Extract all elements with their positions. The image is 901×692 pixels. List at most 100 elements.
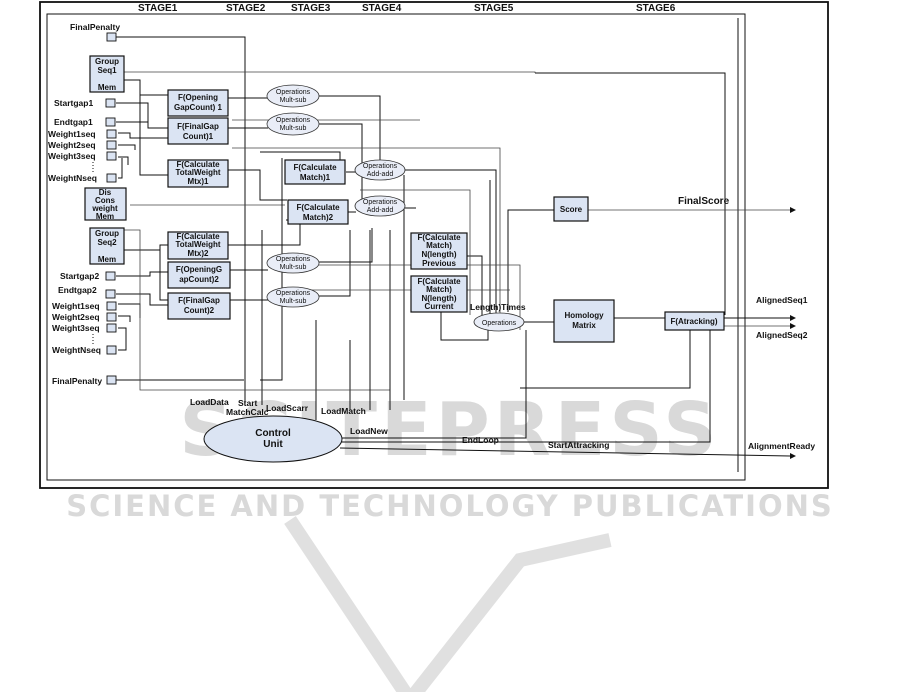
- svg-text:F(Calculate: F(Calculate: [176, 232, 220, 241]
- port-weight3seq-bottom: [106, 323, 117, 333]
- group-seq1-mem-block: Group Seq1 Mem: [89, 55, 125, 93]
- svg-text:TotalWeight: TotalWeight: [175, 168, 220, 177]
- input-label-final-penalty-bottom: FinalPenalty: [52, 376, 102, 386]
- svg-text:F(Atracking): F(Atracking): [670, 317, 717, 326]
- svg-text:Match)1: Match)1: [300, 173, 331, 182]
- stage-4-label: STAGE4: [362, 3, 402, 14]
- svg-text:Match): Match): [426, 285, 452, 294]
- calculate-total-weight-mtx-1-block: F(Calculate TotalWeight Mtx)1: [167, 159, 229, 188]
- input-label-startgap2: Startgap2: [60, 271, 99, 281]
- port-weight2seq-top: [106, 140, 117, 150]
- svg-text:F(Calculate: F(Calculate: [417, 233, 461, 242]
- homology-matrix-block: Homology Matrix: [553, 299, 615, 343]
- control-unit: Control Unit: [203, 415, 343, 463]
- port-weight3seq-top: [106, 151, 117, 161]
- operations-cloud-2: Operations Mult-sub: [266, 112, 320, 136]
- calculate-match-2-block: F(Calculate Match)2: [287, 199, 349, 225]
- svg-text:Operations: Operations: [276, 117, 311, 124]
- wires: [116, 36, 791, 457]
- input-label-weight3seq-top: Weight3seq: [48, 151, 96, 161]
- svg-text:Operations: Operations: [276, 256, 311, 263]
- control-unit-label-1: Control: [255, 428, 291, 439]
- svg-text:Match): Match): [426, 241, 452, 250]
- svg-text:Add-add: Add-add: [367, 207, 394, 214]
- input-label-endtgap2: Endtgap2: [58, 285, 97, 295]
- final-gap-count-1-block: F(FinalGap Count)1: [167, 117, 229, 145]
- input-label-weight2seq-top: Weight2seq: [48, 140, 96, 150]
- signal-load-scarr: LoadScarr: [266, 403, 309, 413]
- stage-3-label: STAGE3: [291, 3, 331, 14]
- svg-text:Mem: Mem: [98, 255, 116, 264]
- input-label-weightnseq-bottom: WeightNseq: [52, 345, 101, 355]
- stage-6-label: STAGE6: [636, 3, 676, 14]
- svg-text:F(Calculate: F(Calculate: [293, 163, 337, 172]
- svg-text:Mult-sub: Mult-sub: [280, 97, 307, 104]
- operations-cloud-7: Operations: [473, 312, 525, 332]
- svg-text:F(OpeningG: F(OpeningG: [176, 265, 222, 274]
- dis-cons-weight-mem-block: Dis Cons weight Mem: [84, 187, 127, 221]
- port-endtgap1: [105, 117, 116, 127]
- svg-text:Homology: Homology: [564, 311, 604, 320]
- svg-text:Operations: Operations: [363, 163, 398, 170]
- signal-length-times: Length)Times: [470, 302, 526, 312]
- port-startgap2: [105, 271, 116, 281]
- port-final-penalty-bottom: [106, 375, 117, 385]
- svg-text:Operations: Operations: [482, 320, 517, 327]
- signal-load-match: LoadMatch: [321, 406, 366, 416]
- svg-text:Mem: Mem: [96, 212, 114, 221]
- signal-start: Start: [238, 398, 258, 408]
- output-final-score: FinalScore: [678, 196, 730, 207]
- input-label-weight1seq-top: Weight1seq: [48, 129, 96, 139]
- input-label-weight3seq-bottom: Weight3seq: [52, 323, 100, 333]
- svg-text:Add-add: Add-add: [367, 171, 394, 178]
- calculate-match-previous-block: F(Calculate Match) N(length) Previous: [410, 232, 468, 270]
- opening-gap-count-2-block: F(OpeningG apCount)2: [167, 261, 231, 289]
- svg-text:weight: weight: [91, 204, 118, 213]
- svg-text:apCount)2: apCount)2: [179, 275, 219, 284]
- svg-text:Mult-sub: Mult-sub: [280, 264, 307, 271]
- port-weight2seq-bottom: [106, 312, 117, 322]
- svg-text:Group: Group: [95, 57, 119, 66]
- svg-text:Group: Group: [95, 229, 119, 238]
- input-label-startgap1: Startgap1: [54, 98, 93, 108]
- svg-text:Mult-sub: Mult-sub: [280, 298, 307, 305]
- group-seq2-mem-block: Group Seq2 Mem: [89, 227, 125, 265]
- input-label-weight1seq-bottom: Weight1seq: [52, 301, 100, 311]
- operations-cloud-5: Operations Mult-sub: [266, 252, 320, 274]
- signal-alignment-ready: AlignmentReady: [748, 441, 815, 451]
- calculate-match-current-block: F(Calculate Match) N(length) Current: [410, 275, 468, 313]
- svg-text:Operations: Operations: [363, 199, 398, 206]
- watermark: SCITEPRESS SCIENCE AND TECHNOLOGY PUBLIC…: [66, 387, 832, 692]
- input-ports-top: FinalPenalty Startgap1 Endtgap1 Weight1s…: [48, 22, 120, 183]
- svg-text:Seq1: Seq1: [97, 66, 117, 75]
- svg-text:TotalWeight: TotalWeight: [175, 240, 220, 249]
- operations-clouds: Operations Mult-sub Operations Mult-sub …: [266, 84, 525, 332]
- calculate-match-1-block: F(Calculate Match)1: [284, 159, 346, 185]
- operations-cloud-6: Operations Mult-sub: [266, 286, 320, 308]
- svg-text:Count)2: Count)2: [184, 306, 215, 315]
- calculate-total-weight-mtx-2-block: F(Calculate TotalWeight Mtx)2: [167, 231, 229, 260]
- signal-end-loop: EndLoop: [462, 435, 499, 445]
- svg-text:F(FinalGap: F(FinalGap: [178, 296, 220, 305]
- svg-text:Score: Score: [560, 205, 583, 214]
- stage-headers: STAGE1 STAGE2 STAGE3 STAGE4 STAGE5 STAGE…: [138, 3, 676, 14]
- port-weight1seq-bottom: [106, 301, 117, 311]
- svg-text:Operations: Operations: [276, 89, 311, 96]
- port-weight1seq-top: [106, 129, 117, 139]
- stage-5-label: STAGE5: [474, 3, 514, 14]
- svg-text:Matrix: Matrix: [572, 321, 596, 330]
- operations-cloud-3: Operations Add-add: [354, 159, 406, 181]
- port-weightnseq-bottom: [106, 345, 117, 355]
- signal-labels: LoadData Start MatchCalc LoadScarr LoadM…: [190, 302, 815, 451]
- stage-1-label: STAGE1: [138, 3, 178, 14]
- port-endtgap2: [105, 289, 116, 299]
- output-aligned-seq1: AlignedSeq1: [756, 295, 808, 305]
- svg-text:Mem: Mem: [98, 83, 116, 92]
- input-ports-bottom: Startgap2 Endtgap2 Weight1seq Weight2seq…: [52, 162, 117, 386]
- svg-text:Cons: Cons: [95, 196, 116, 205]
- signal-load-new: LoadNew: [350, 426, 388, 436]
- svg-text:F(Calculate: F(Calculate: [296, 203, 340, 212]
- score-block: Score: [553, 196, 589, 222]
- svg-text:Dis: Dis: [99, 188, 112, 197]
- outputs: FinalScore AlignedSeq1 AlignedSeq2: [678, 196, 808, 459]
